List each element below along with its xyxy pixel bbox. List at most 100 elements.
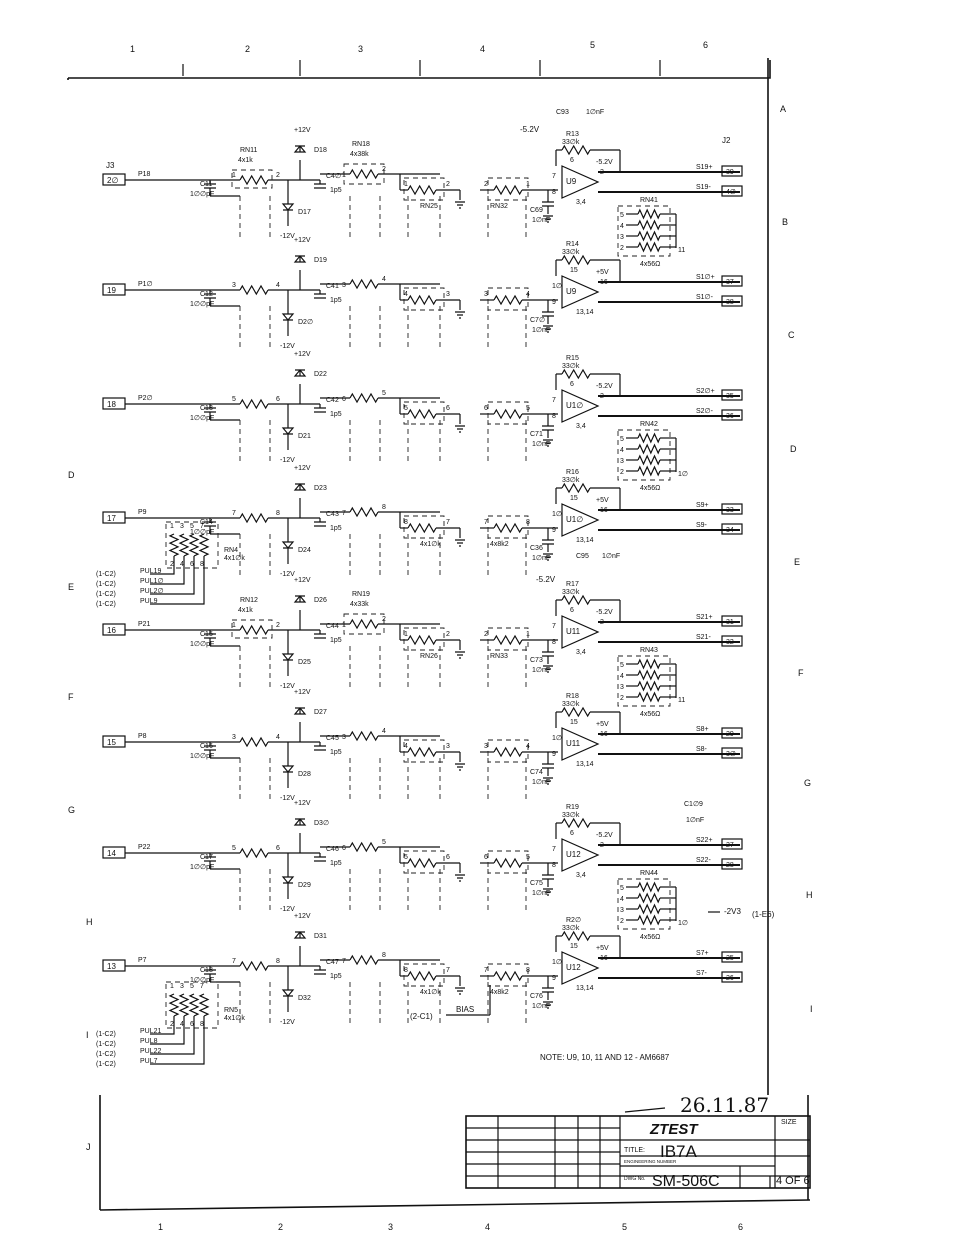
- opamp-label: U12: [566, 850, 581, 859]
- cap-value: 1∅∅pF: [190, 301, 214, 308]
- output-pin-minus-number: 38: [726, 299, 734, 306]
- rfb-value: 33∅k: [562, 477, 580, 484]
- opamp-pin2: 8: [552, 189, 556, 196]
- term-pin: 5: [620, 436, 624, 443]
- rn3-pin-b: 3: [446, 291, 450, 298]
- rn3-pin-a: 4: [404, 291, 408, 298]
- output-pin-minus: [721, 635, 743, 647]
- eng-number-label: ENGINEERING NUMBER: [624, 1159, 677, 1164]
- rail-neg12-label: -12V: [280, 1019, 295, 1026]
- opamp-pin1: 1∅: [552, 735, 562, 742]
- opamp-symbol: [561, 727, 600, 761]
- opamp-pin-supply: 3,4: [576, 872, 586, 879]
- opamp-pin3: 6: [570, 381, 574, 388]
- input-connector-number: 15: [107, 738, 116, 747]
- rail-neg52-a: -5.2V: [520, 125, 540, 134]
- row-marker-right-A: A: [780, 104, 786, 114]
- rn4-pin-a: 3: [484, 743, 488, 750]
- dwg-no-label: DWG No.: [624, 1176, 645, 1182]
- rn3-label: RN26: [420, 653, 438, 660]
- rn3-pin-b: 7: [446, 967, 450, 974]
- output-pin-plus: [721, 615, 743, 627]
- rn-pin-a: 1: [232, 622, 236, 629]
- input-pin-label: P1∅: [138, 281, 153, 288]
- rail-pos12-label: +12V: [294, 237, 311, 244]
- opamp-label: U12: [566, 963, 581, 972]
- diode-hi-label: D19: [314, 257, 327, 264]
- pull-net-label: PUL8: [140, 1038, 158, 1045]
- output-pin-plus: [721, 165, 743, 177]
- cx-label: C71: [530, 431, 543, 438]
- pull-network-name: RN4: [224, 547, 238, 554]
- c2-value: 1p5: [330, 860, 342, 867]
- rail-pos12-label: +12V: [294, 465, 311, 472]
- rail-neg12-label: -12V: [280, 233, 295, 240]
- col-marker-top-3: 3: [358, 44, 363, 54]
- rn3-pin-a: 8: [404, 967, 408, 974]
- rail-neg12-label: -12V: [280, 571, 295, 578]
- term-network-value: 4x56Ω: [640, 485, 660, 492]
- rfb-value: 33∅k: [562, 589, 580, 596]
- rn2-pin-a: 6: [342, 845, 346, 852]
- output-plus-label: S21+: [696, 614, 713, 621]
- rfb-label: R16: [566, 469, 579, 476]
- rfb-value: 33∅k: [562, 812, 580, 819]
- opamp-pin2: 9: [552, 975, 556, 982]
- output-pin-minus: [721, 295, 743, 307]
- input-connector-number: 2∅: [107, 176, 118, 185]
- col-marker-top-5: 5: [590, 40, 595, 50]
- opamp-label: U1∅: [566, 515, 583, 524]
- input-pin-label: P9: [138, 509, 147, 516]
- cx-label: C73: [530, 657, 543, 664]
- pull-network-RN4: RN44x1∅k12PUL19(1-C2)34PUL1∅(1-C2)56PUL2…: [96, 521, 245, 608]
- pull-pin-bottom: 8: [200, 561, 204, 568]
- rn2-pin-b: 5: [382, 390, 386, 397]
- opamp-label: U9: [566, 287, 577, 296]
- cap-label: C14: [200, 519, 213, 526]
- c2-label: C41: [326, 283, 339, 290]
- rn3-label: RN25: [420, 203, 438, 210]
- row-marker-left-F: F: [68, 692, 74, 702]
- rn3-pin-b: 6: [446, 854, 450, 861]
- pull-network-name: RN5: [224, 1007, 238, 1014]
- rn-value: 4x1k: [238, 157, 253, 164]
- rfb-label: R19: [566, 804, 579, 811]
- opamp-pin3: 15: [570, 495, 578, 502]
- cx-value: 1∅nF: [532, 667, 550, 674]
- rail-neg52: -5.2V: [596, 159, 613, 166]
- rn4-label: 4x8k2: [490, 989, 509, 996]
- output-pin-minus: [721, 185, 743, 197]
- diode-hi-label: D31: [314, 933, 327, 940]
- rn-pin-b: 2: [276, 172, 280, 179]
- opamp-pin2: 9: [552, 751, 556, 758]
- input-connector-number: 13: [107, 962, 116, 971]
- term-out-pin: 11: [678, 247, 685, 254]
- cx-value: 1∅nF: [532, 555, 550, 562]
- diode-hi-label: D18: [314, 147, 327, 154]
- cap-label: C16: [200, 743, 213, 750]
- output-minus-label: S9-: [696, 522, 708, 529]
- pull-network-value: 4x1∅k: [224, 1015, 245, 1022]
- rn-pin-a: 5: [232, 845, 236, 852]
- rn2-pin-b: 4: [382, 276, 386, 283]
- rail-pos12-label: +12V: [294, 127, 311, 134]
- rail-neg12-label: -12V: [280, 683, 295, 690]
- pull-pin-top: 3: [180, 523, 184, 530]
- term-pin: 4: [620, 896, 624, 903]
- output-minus-label: S8-: [696, 746, 708, 753]
- term-network-name: RN42: [640, 421, 658, 428]
- opamp-pin3: 15: [570, 943, 578, 950]
- pull-net-ref: (1-C2): [96, 1061, 116, 1068]
- rn2-value: 4x33k: [350, 601, 369, 608]
- output-pin-minus-number: 34: [726, 527, 734, 534]
- rn3-label: 4x1∅k: [420, 541, 441, 548]
- cx-label: C75: [530, 880, 543, 887]
- output-minus-label: S22-: [696, 857, 711, 864]
- opamp-pin-supply: 13,14: [576, 985, 594, 992]
- output-pin-minus: [721, 409, 743, 421]
- rail-neg12-label: -12V: [280, 795, 295, 802]
- rn3-label: 4x1∅k: [420, 989, 441, 996]
